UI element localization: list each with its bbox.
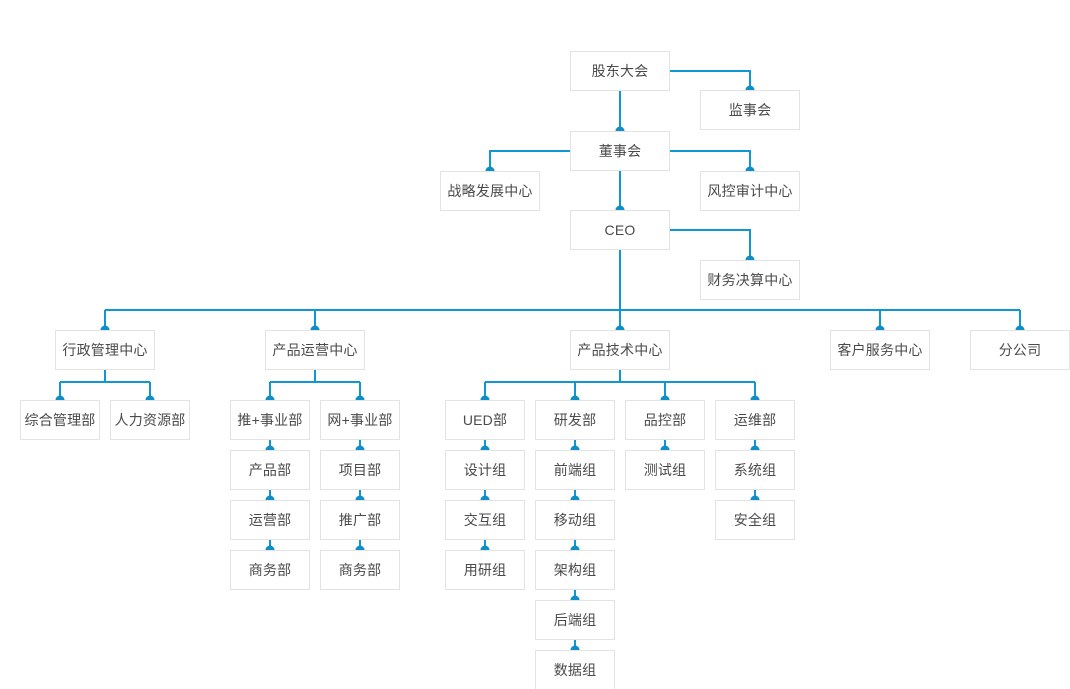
connector-line [670,70,751,90]
org-node-label: 后端组 [553,611,597,628]
org-node-projB[interactable]: 项目部 [320,450,400,490]
org-node-label: 用研组 [463,561,507,578]
org-node-label: 设计组 [463,461,507,478]
org-node-board[interactable]: 董事会 [570,131,670,171]
org-node-userresearch[interactable]: 用研组 [445,550,525,590]
org-node-design[interactable]: 设计组 [445,450,525,490]
org-node-bizA[interactable]: 商务部 [230,550,310,590]
org-node-prodA[interactable]: 产品部 [230,450,310,490]
org-node-ops[interactable]: 运维部 [715,400,795,440]
org-node-label: 风控审计中心 [707,182,793,199]
org-node-opsA[interactable]: 运营部 [230,500,310,540]
org-node-label: CEO [604,221,636,238]
org-node-label: 架构组 [553,561,597,578]
org-node-ued[interactable]: UED部 [445,400,525,440]
org-node-backend[interactable]: 后端组 [535,600,615,640]
org-node-label: 研发部 [553,411,597,428]
org-node-label: 推+事业部 [237,411,303,428]
org-node-qa[interactable]: 品控部 [625,400,705,440]
org-node-prodtech[interactable]: 产品技术中心 [570,330,670,370]
org-node-label: 产品部 [248,461,292,478]
org-node-security[interactable]: 安全组 [715,500,795,540]
org-node-label: 董事会 [598,142,642,159]
org-node-label: 产品技术中心 [577,341,663,358]
org-node-label: 移动组 [553,511,597,528]
org-node-datateam[interactable]: 数据组 [535,650,615,689]
org-node-label: 测试组 [643,461,687,478]
org-node-label: 商务部 [248,561,292,578]
org-node-label: 系统组 [733,461,777,478]
connector-line [670,229,751,260]
org-node-mobile[interactable]: 移动组 [535,500,615,540]
org-node-label: 运营部 [248,511,292,528]
org-node-general[interactable]: 综合管理部 [20,400,100,440]
org-node-label: 产品运营中心 [272,341,358,358]
org-node-admin[interactable]: 行政管理中心 [55,330,155,370]
org-node-label: 品控部 [643,411,687,428]
org-node-label: 战略发展中心 [447,182,533,199]
org-node-test[interactable]: 测试组 [625,450,705,490]
org-node-label: 分公司 [998,341,1042,358]
org-node-wangplus[interactable]: 网+事业部 [320,400,400,440]
org-node-label: 财务决算中心 [707,271,793,288]
org-node-customer[interactable]: 客户服务中心 [830,330,930,370]
org-node-label: 项目部 [338,461,382,478]
org-node-label: 交互组 [463,511,507,528]
org-node-label: 行政管理中心 [62,341,148,358]
org-node-label: 人力资源部 [114,411,186,428]
connector-line [489,150,570,171]
org-node-label: 前端组 [553,461,597,478]
org-node-label: 综合管理部 [24,411,96,428]
org-node-prodops[interactable]: 产品运营中心 [265,330,365,370]
org-node-tuiplus[interactable]: 推+事业部 [230,400,310,440]
org-node-finance[interactable]: 财务决算中心 [700,260,800,300]
org-node-label: 推广部 [338,511,382,528]
org-node-system[interactable]: 系统组 [715,450,795,490]
org-node-hr[interactable]: 人力资源部 [110,400,190,440]
org-node-label: 客户服务中心 [837,341,923,358]
org-node-branch[interactable]: 分公司 [970,330,1070,370]
org-node-label: 运维部 [733,411,777,428]
org-node-interaction[interactable]: 交互组 [445,500,525,540]
org-node-ceo[interactable]: CEO [570,210,670,250]
org-node-label: UED部 [462,411,508,428]
org-node-supervisory[interactable]: 监事会 [700,90,800,130]
org-node-label: 商务部 [338,561,382,578]
org-node-architecture[interactable]: 架构组 [535,550,615,590]
org-node-rnd[interactable]: 研发部 [535,400,615,440]
connector-line [670,150,751,171]
org-node-label: 监事会 [728,101,772,118]
org-node-strategy[interactable]: 战略发展中心 [440,171,540,211]
org-node-riskaudit[interactable]: 风控审计中心 [700,171,800,211]
org-node-bizB[interactable]: 商务部 [320,550,400,590]
org-node-label: 安全组 [733,511,777,528]
org-node-label: 网+事业部 [327,411,393,428]
org-node-frontend[interactable]: 前端组 [535,450,615,490]
org-node-promoB[interactable]: 推广部 [320,500,400,540]
org-node-label: 股东大会 [591,62,649,79]
org-node-shareholders[interactable]: 股东大会 [570,51,670,91]
org-node-label: 数据组 [553,661,597,678]
